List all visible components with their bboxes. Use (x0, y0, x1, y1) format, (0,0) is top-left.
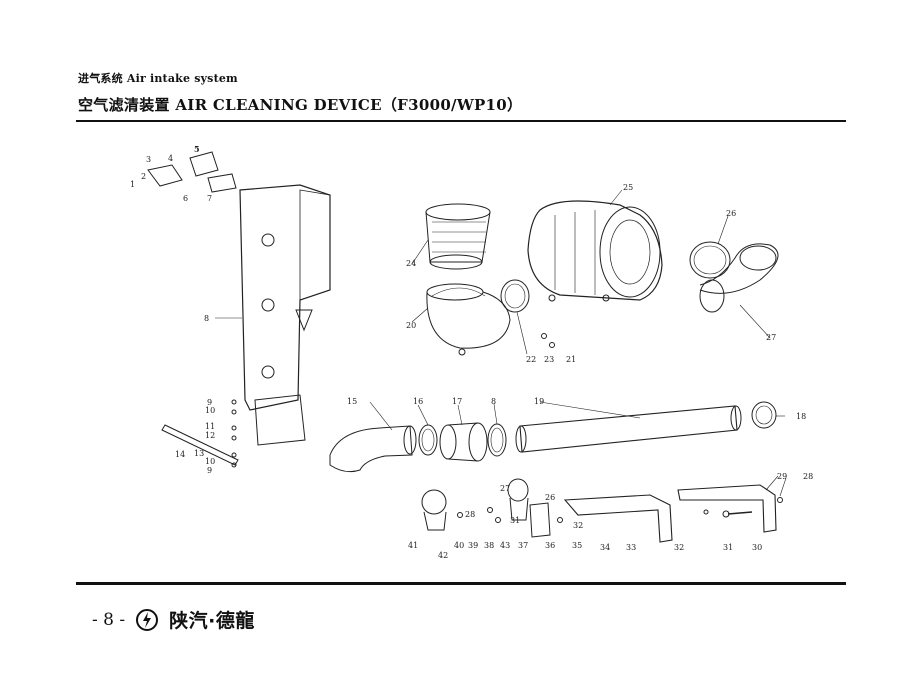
callout: 11 (205, 422, 215, 431)
air-filter-housing (527, 200, 663, 302)
callout: 28 (803, 472, 813, 481)
clamp-bracket-39 (421, 489, 447, 531)
callout: 32 (573, 521, 583, 530)
callout: 33 (626, 543, 636, 552)
callout: 9 (207, 466, 212, 475)
callout: 38 (484, 541, 494, 550)
callout: 30 (752, 543, 762, 552)
callout: 27 (766, 333, 776, 342)
callout: 5 (194, 144, 200, 154)
leader-lines (215, 189, 787, 497)
callout-labels: 1 2 3 4 5 6 7 8 9 10 11 12 13 10 9 14 15… (130, 144, 813, 560)
callout: 23 (544, 355, 554, 364)
callout: 4 (168, 154, 173, 163)
callout: 43 (500, 541, 510, 550)
callout: 3 (146, 155, 151, 164)
intake-cap (426, 283, 511, 356)
clamp-22 (500, 279, 530, 313)
page-footer: - 8 - 陕汽·德龍 (92, 606, 255, 633)
callout: 9 (207, 398, 212, 407)
callout: 36 (545, 541, 555, 550)
section-title: 进气系统 Air intake system (78, 72, 238, 85)
callout: 39 (468, 541, 478, 550)
callout: 25 (623, 183, 633, 192)
clamp-18 (751, 401, 777, 429)
callout: 19 (534, 397, 544, 406)
callout: 31 (510, 516, 520, 525)
callout: 13 (194, 449, 204, 458)
callout: 22 (526, 355, 536, 364)
callout: 42 (438, 551, 448, 560)
support-bracket-33 (563, 494, 673, 543)
callout: 21 (566, 355, 576, 364)
elbow-pipe-15 (329, 425, 417, 473)
callout: 1 (130, 180, 135, 189)
callout: 29 (777, 472, 787, 481)
top-rule (76, 120, 846, 122)
callout: 27 (500, 484, 510, 493)
callout: 15 (347, 397, 357, 406)
filter-element (425, 203, 491, 270)
callout: 31 (723, 543, 733, 552)
coupling-17 (439, 422, 488, 462)
callout: 26 (726, 209, 736, 218)
callout: 28 (465, 510, 475, 519)
callout: 10 (205, 406, 215, 415)
long-pipe-19 (515, 405, 742, 453)
bottom-rule (76, 582, 846, 585)
callout: 12 (205, 431, 215, 440)
callout: 16 (413, 397, 423, 406)
callout: 17 (452, 397, 462, 406)
callout: 18 (796, 412, 806, 421)
callout: 20 (406, 321, 416, 330)
mounting-bracket-assembly (147, 151, 331, 466)
callout: 6 (183, 194, 188, 203)
clamp-bracket-37 (507, 478, 529, 521)
callout: 8 (204, 314, 209, 323)
page-number: - 8 - (92, 609, 126, 630)
callout: 8 (491, 397, 496, 406)
clamp-8 (487, 423, 507, 457)
callout: 40 (454, 541, 464, 550)
elbow-hose-27 (699, 243, 779, 313)
callout: 2 (141, 172, 146, 181)
callout: 7 (207, 194, 212, 203)
brand-name: 陕汽·德龍 (169, 610, 255, 632)
bolt-30 (722, 510, 753, 518)
page-title: 空气滤清装置 AIR CLEANING DEVICE（F3000/WP10） (78, 96, 523, 114)
callout: 14 (175, 450, 185, 459)
callout: 24 (406, 259, 416, 268)
clamp-16 (418, 424, 438, 456)
shaanxi-logo-icon (136, 608, 159, 631)
callout: 34 (600, 543, 610, 552)
callout: 26 (545, 493, 555, 502)
callout: 41 (408, 541, 418, 550)
plate-28 (529, 502, 551, 538)
callout: 10 (205, 457, 215, 466)
callout: 37 (518, 541, 528, 550)
support-bracket-29 (677, 484, 777, 533)
callout: 35 (572, 541, 582, 550)
hose-clamp-26 (689, 241, 731, 279)
small-hardware (231, 333, 783, 523)
callout: 32 (674, 543, 684, 552)
